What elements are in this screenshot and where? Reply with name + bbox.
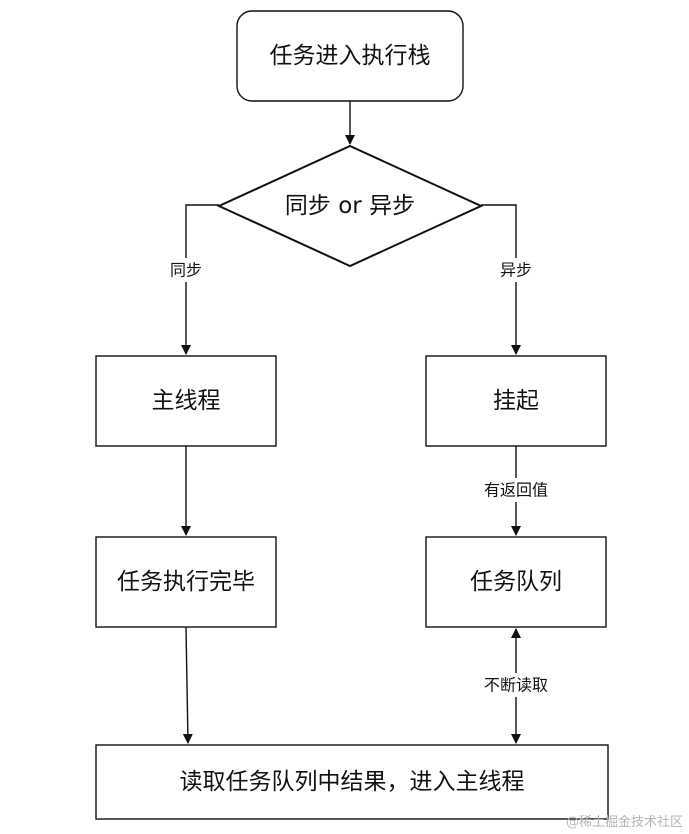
- node-task-done-label: 任务执行完毕: [117, 569, 255, 595]
- edge-task-done-to-read-result: [182, 626, 193, 744]
- node-task-queue-label: 任务队列: [470, 569, 562, 595]
- node-start: 任务进入执行栈: [236, 10, 464, 102]
- edge-label-has-return: 有返回值: [484, 481, 548, 500]
- edge-label-sync: 同步: [170, 261, 202, 280]
- edge-label-continuous-read: 不断读取: [484, 676, 548, 695]
- node-start-label: 任务进入执行栈: [270, 43, 431, 69]
- edge-label-async: 异步: [500, 261, 532, 280]
- node-main-thread: 主线程: [95, 355, 277, 447]
- node-decision: 同步 or 异步: [216, 144, 484, 268]
- node-read-result: 读取任务队列中结果，进入主线程: [95, 744, 609, 820]
- node-read-result-label: 读取任务队列中结果，进入主线程: [180, 769, 525, 795]
- node-task-done: 任务执行完毕: [95, 536, 277, 628]
- node-task-queue: 任务队列: [425, 536, 607, 628]
- watermark: @稀土掘金技术社区: [566, 814, 683, 830]
- node-suspend: 挂起: [425, 355, 607, 447]
- edge-decision-to-main-thread: [181, 204, 219, 355]
- edge-labels: 同步 异步 有返回值 不断读取: [158, 258, 562, 697]
- node-decision-label: 同步 or 异步: [285, 193, 415, 219]
- edge-decision-to-suspend: [481, 204, 521, 355]
- node-main-thread-label: 主线程: [152, 388, 221, 414]
- node-suspend-label: 挂起: [493, 388, 539, 414]
